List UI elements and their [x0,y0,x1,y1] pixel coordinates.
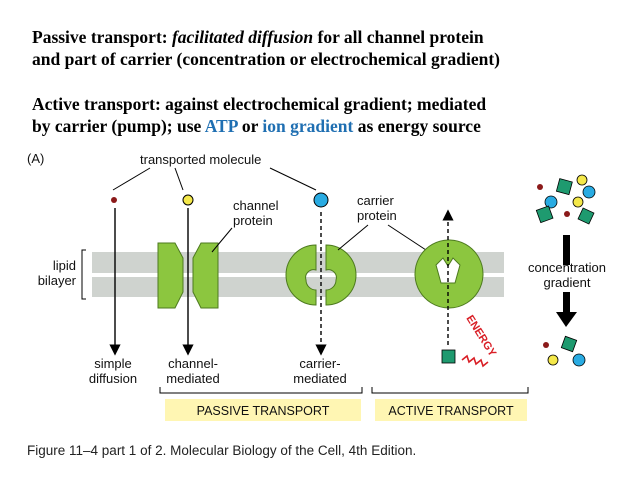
gradient-blue-molecule-icon [572,353,586,367]
active-bracket [371,387,529,394]
gradient-teal-molecule-icon [577,207,595,225]
yellow-molecule-icon [182,194,194,206]
channel-protein-right [192,242,219,309]
channel-protein-label-1: channel [233,198,279,213]
carrier-protein-label-1: carrier [357,193,395,208]
lipid-label-1: lipid [53,258,76,273]
gradient-yellow-molecule-icon [572,196,584,208]
line4-end: as energy source [353,116,481,136]
concentration-label-1: concentration [528,260,606,275]
channel-mediated-label-2: mediated [166,371,219,386]
simple-label-2: diffusion [89,371,137,386]
bilayer-bracket [81,249,86,300]
gradient-arrow-head [556,312,577,327]
line4-start: by carrier (pump); use [32,116,205,136]
passive-transport-label: PASSIVE TRANSPORT [197,404,330,418]
energy-squiggle [461,354,489,368]
line1-end: for all channel protein [313,27,484,47]
ion-gradient-highlight: ion gradient [262,116,354,136]
small-molecule-icon [111,197,117,203]
line3: Active transport: against electrochemica… [32,94,487,114]
gradient-arrow-shaft [563,292,570,312]
transported-molecule-label: transported molecule [140,152,261,167]
passive-transport-description: Passive transport: facilitated diffusion… [32,26,632,70]
channel-protein-left [157,242,184,309]
panel-label: (A) [27,151,44,166]
passive-bracket [159,387,363,394]
line4-or: or [237,116,263,136]
gradient-yellow-molecule-icon [547,354,559,366]
pointer-carrier [269,167,317,191]
pointer-carrier-passive [337,224,369,251]
gradient-small-molecule-icon [537,184,543,190]
carrier-protein-label-2: protein [357,208,397,223]
pointer-channel [174,167,184,191]
gradient-teal-molecule-icon [560,335,578,353]
line1-start: Passive transport: [32,27,172,47]
carrier-protein-right-half [325,244,357,306]
carrier-mediated-label-2: mediated [293,371,346,386]
gradient-blue-molecule-icon [582,185,596,199]
pump-binding-site [435,257,461,284]
atp-highlight: ATP [204,116,238,136]
active-transport-description: Active transport: against electrochemica… [32,93,632,137]
carrier-protein-left-half [285,244,317,306]
pointer-channel-protein [211,227,233,253]
gradient-blue-molecule-icon [544,195,558,209]
blue-molecule-icon [313,192,329,208]
active-label-box [375,399,527,421]
gradient-arrow-top [563,235,570,265]
pointer-carrier-active [387,224,427,251]
line1-italic: facilitated diffusion [171,27,314,47]
pointer-simple [112,167,151,191]
simple-label-1: simple [94,356,132,371]
line2: and part of carrier (concentration or el… [32,49,500,69]
lipid-label-2: bilayer [38,273,77,288]
gradient-teal-molecule-icon [555,178,573,196]
gradient-yellow-molecule-icon [576,174,588,186]
figure-caption: Figure 11–4 part 1 of 2. Molecular Biolo… [27,443,417,458]
gradient-small-molecule-icon [564,211,570,217]
channel-protein-label-2: protein [233,213,273,228]
gradient-teal-molecule-icon [535,205,554,224]
passive-label-box [165,399,361,421]
energy-label: ENERGY [463,313,498,359]
concentration-label-2: gradient [544,275,591,290]
channel-mediated-label-1: channel- [168,356,218,371]
active-transport-label: ACTIVE TRANSPORT [388,404,514,418]
gradient-small-molecule-icon [543,342,549,348]
teal-square-molecule-icon [441,349,456,364]
carrier-mediated-label-1: carrier- [299,356,340,371]
